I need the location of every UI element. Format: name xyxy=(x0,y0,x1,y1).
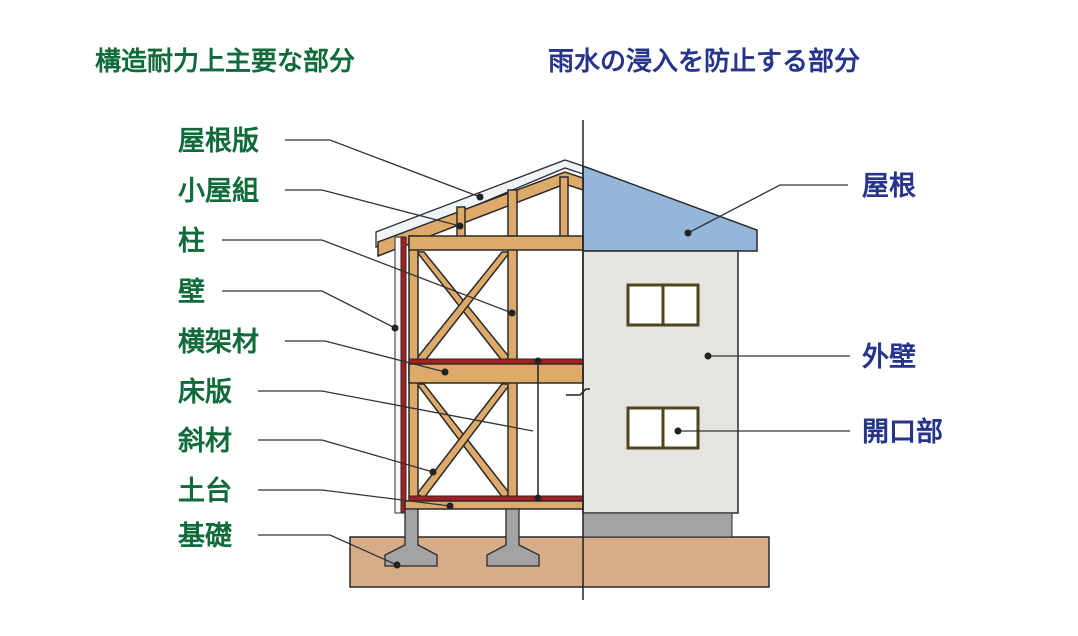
label-roof-slab: 屋根版 xyxy=(178,126,259,157)
sill xyxy=(404,500,584,510)
label-column: 柱 xyxy=(178,226,205,257)
right-leader-lines xyxy=(674,184,850,435)
roof-exterior xyxy=(582,164,758,252)
label-exterior-wall: 外壁 xyxy=(862,342,916,373)
label-horizontal-member: 横架材 xyxy=(178,327,259,358)
left-leader-lines xyxy=(222,139,534,569)
label-wall: 壁 xyxy=(178,277,205,308)
break-mark xyxy=(566,388,590,396)
label-roof: 屋根 xyxy=(862,171,916,202)
top-beam xyxy=(408,235,584,251)
foundation-piers xyxy=(384,508,540,567)
label-brace: 斜材 xyxy=(177,426,232,457)
exterior-foundation xyxy=(582,512,733,538)
window-upper xyxy=(626,283,700,327)
header-structural: 構造耐力上主要な部分 xyxy=(95,47,355,77)
label-floor-slab: 床版 xyxy=(178,376,232,408)
label-sill: 土台 xyxy=(178,475,232,507)
framing xyxy=(375,159,584,514)
wall-member xyxy=(400,236,407,514)
header-waterproof: 雨水の浸入を防止する部分 xyxy=(548,47,860,77)
window-lower xyxy=(626,406,700,450)
label-foundation: 基礎 xyxy=(178,521,232,552)
middle-beam xyxy=(408,363,584,384)
label-roof-truss: 小屋組 xyxy=(178,175,259,207)
label-opening: 開口部 xyxy=(862,416,943,448)
